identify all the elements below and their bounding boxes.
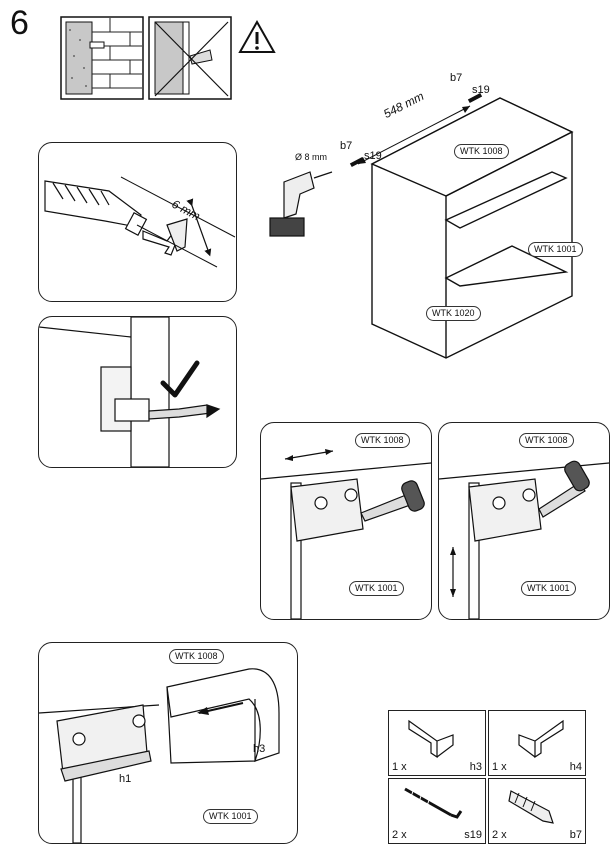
part-qty: 2 x (392, 829, 407, 841)
part-code: h3 (469, 761, 482, 773)
adjust-left-bottom-label: WTK 1001 (349, 581, 404, 596)
dowel-label-left: b7 (340, 140, 353, 152)
parts-list: 1 x h3 1 x h4 2 x s19 2 x b7 (388, 710, 588, 844)
adjust-left-top-label: WTK 1008 (355, 433, 410, 448)
part-qty: 1 x (492, 761, 507, 773)
warning-icon (238, 20, 276, 54)
part-cell-b7: 2 x b7 (488, 778, 586, 844)
cover-bottom-label: WTK 1001 (203, 809, 258, 824)
part-qty: 1 x (392, 761, 407, 773)
vertical-adjust-panel: WTK 1008 WTK 1001 (438, 422, 610, 620)
screw-label-right: s19 (472, 84, 490, 96)
checkmark-icon (160, 360, 200, 398)
adjust-right-top-label: WTK 1008 (519, 433, 574, 448)
screw-label-left: s19 (364, 150, 382, 162)
adjust-right-bottom-label: WTK 1001 (521, 581, 576, 596)
bracket-cover-right-icon (518, 719, 564, 759)
part-cell-h3: 1 x h3 (388, 710, 486, 776)
wall-type-icons (60, 16, 232, 102)
drilling-depth-panel: 6 mm (38, 142, 237, 302)
drill-diameter-label: Ø 8 mm (295, 152, 328, 162)
part-code: b7 (569, 829, 582, 841)
screw-hook-icon (404, 787, 463, 819)
panel-label-bottom: WTK 1020 (426, 306, 481, 321)
cover-fitting-panel: WTK 1008 WTK 1001 h1 h3 (38, 642, 298, 844)
part-cell-h4: 1 x h4 (488, 710, 586, 776)
part-code: h4 (569, 761, 582, 773)
cover-top-label: WTK 1008 (169, 649, 224, 664)
dowel-label-right: b7 (450, 72, 463, 84)
part-code: s19 (464, 829, 482, 841)
cover-part-h3-label: h3 (253, 743, 266, 755)
step-number: 6 (10, 4, 29, 42)
panel-label-top: WTK 1008 (454, 144, 509, 159)
cover-part-h1-label: h1 (119, 773, 132, 785)
part-qty: 2 x (492, 829, 507, 841)
cabinet-drawing: 548 mm Ø 8 mm b7 s19 b7 s19 WTK 1008 WTK… (262, 72, 583, 378)
correct-placement-panel (38, 316, 237, 468)
horizontal-adjust-panel: WTK 1008 WTK 1001 (260, 422, 432, 620)
wall-plug-icon (508, 790, 554, 824)
bracket-cover-left-icon (408, 719, 454, 759)
part-cell-s19: 2 x s19 (388, 778, 486, 844)
panel-label-side: WTK 1001 (528, 242, 583, 257)
